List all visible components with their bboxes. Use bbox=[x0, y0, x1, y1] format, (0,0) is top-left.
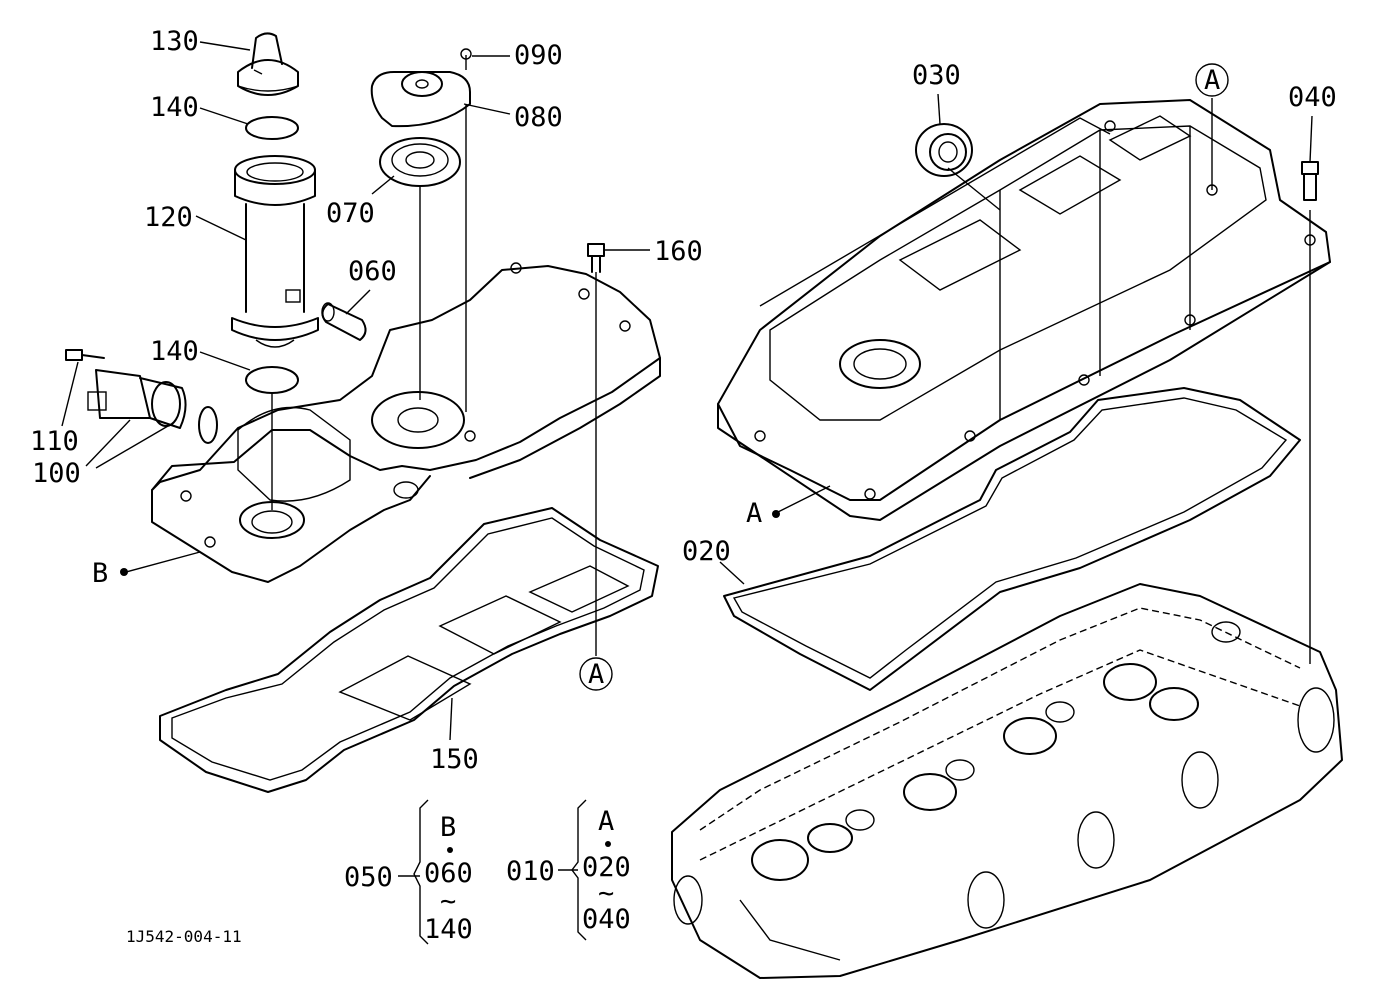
cover-body-right bbox=[717, 99, 1331, 521]
cover-outline-box bbox=[759, 117, 1111, 307]
label-120: 120 bbox=[144, 202, 193, 233]
diaphragm-070 bbox=[379, 137, 461, 187]
o-ring-upper bbox=[245, 116, 299, 140]
label-110: 110 bbox=[30, 426, 79, 457]
label-B: B bbox=[92, 558, 108, 589]
kit-a-dot bbox=[605, 841, 611, 847]
pipe-060 bbox=[321, 302, 367, 341]
bolt-040 bbox=[1301, 161, 1319, 201]
circle-A-top-label: A bbox=[1204, 65, 1220, 96]
circle-A-top bbox=[1195, 63, 1229, 97]
kit-b-range-mark: ~ bbox=[440, 886, 456, 917]
label-060: 060 bbox=[348, 256, 397, 287]
gasket-150 bbox=[159, 507, 659, 793]
oil-seal-030 bbox=[915, 123, 973, 177]
o-ring-lower bbox=[245, 366, 299, 394]
cylinder-head bbox=[671, 583, 1343, 979]
bolt-160 bbox=[587, 243, 605, 273]
kit-b-from: 060 bbox=[424, 858, 473, 889]
figure-code: 1J542-004-11 bbox=[126, 927, 242, 946]
oil-filler-cap bbox=[237, 32, 299, 96]
label-150: 150 bbox=[430, 744, 479, 775]
label-140-upper: 140 bbox=[150, 92, 199, 123]
kit-a-from: 020 bbox=[582, 852, 631, 883]
screw-090 bbox=[460, 48, 472, 70]
screw-110 bbox=[65, 349, 105, 361]
label-130: 130 bbox=[150, 26, 199, 57]
label-090: 090 bbox=[514, 40, 563, 71]
sensor-100 bbox=[87, 369, 187, 429]
label-A: A bbox=[746, 498, 762, 529]
guide-line-030 bbox=[947, 167, 1001, 211]
kit-b-label: 050 bbox=[344, 862, 393, 893]
filler-neck bbox=[231, 155, 319, 348]
kit-a-to: 040 bbox=[582, 904, 631, 935]
kit-b-start-ref: B bbox=[440, 812, 456, 843]
kit-a-range-mark: ~ bbox=[598, 878, 614, 909]
leader-lines bbox=[61, 41, 1313, 741]
kit-a-label: 010 bbox=[506, 856, 555, 887]
ref-dot-B bbox=[120, 568, 128, 576]
label-020: 020 bbox=[682, 536, 731, 567]
sensor-o-ring bbox=[198, 406, 218, 444]
bracket-kit-b bbox=[413, 799, 429, 945]
label-040: 040 bbox=[1288, 82, 1337, 113]
ref-dot-A bbox=[772, 510, 780, 518]
kit-b-dot bbox=[447, 847, 453, 853]
circle-A-bottom bbox=[579, 657, 613, 691]
cover-body-left bbox=[151, 262, 661, 583]
label-030: 030 bbox=[912, 60, 961, 91]
gasket-020 bbox=[723, 387, 1301, 691]
kit-b-to: 140 bbox=[424, 914, 473, 945]
label-070: 070 bbox=[326, 198, 375, 229]
label-100: 100 bbox=[32, 458, 81, 489]
breather-cover bbox=[370, 71, 471, 128]
circle-A-bottom-label: A bbox=[588, 659, 604, 690]
kit-a-start-ref: A bbox=[598, 806, 614, 837]
label-080: 080 bbox=[514, 102, 563, 133]
label-160: 160 bbox=[654, 236, 703, 267]
label-140-lower: 140 bbox=[150, 336, 199, 367]
